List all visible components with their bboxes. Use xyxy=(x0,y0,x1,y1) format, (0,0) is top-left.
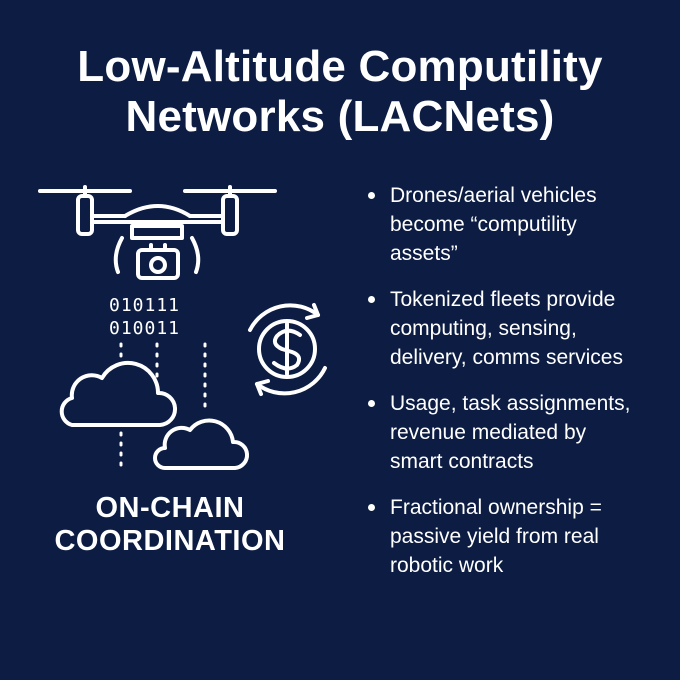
bullet-text-line: delivery, comms services xyxy=(390,346,623,369)
bullet-text-line: Fractional ownership = xyxy=(390,496,602,519)
bullet-text-line: Usage, task assignments, xyxy=(390,392,631,415)
drone-icon xyxy=(38,185,277,274)
bullet-text-line: passive yield from real xyxy=(390,525,599,548)
binary-data-line-1: 010111 xyxy=(109,295,181,316)
bullet-text-line: revenue mediated by xyxy=(390,421,587,444)
cloud-icon xyxy=(59,360,177,427)
bullet-text-line: smart contracts xyxy=(390,450,534,473)
bullet-dot-icon xyxy=(368,504,375,511)
bullet-text-line: assets” xyxy=(390,242,458,265)
bullet-text-line: robotic work xyxy=(390,554,504,577)
data-stream-lines xyxy=(119,342,207,467)
bullet-text-line: computing, sensing, xyxy=(390,317,577,340)
camera-icon xyxy=(136,243,180,280)
bullet-dot-icon xyxy=(368,400,375,407)
page-title: Low-Altitude Computility Networks (LACNe… xyxy=(30,42,650,142)
bullet-text-line: Tokenized fleets provide xyxy=(390,288,616,311)
cloud-icon-small xyxy=(153,418,249,470)
binary-data-line-2: 010011 xyxy=(109,318,181,339)
bullet-list: Drones/aerial vehicles become “computili… xyxy=(368,181,668,597)
bullet-dot-icon xyxy=(368,192,375,199)
title-line-1: Low-Altitude Computility xyxy=(77,42,603,91)
illustration xyxy=(38,185,327,470)
title-line-2: Networks (LACNets) xyxy=(125,92,555,141)
bullet-text-line: Drones/aerial vehicles xyxy=(390,184,597,207)
bullet-item: Tokenized fleets provide computing, sens… xyxy=(368,285,668,372)
bullet-item: Usage, task assignments, revenue mediate… xyxy=(368,389,668,476)
caption-line-2: COORDINATION xyxy=(54,525,286,557)
bullet-item: Drones/aerial vehicles become “computili… xyxy=(368,181,668,268)
bullet-dot-icon xyxy=(368,296,375,303)
dollar-cycle-icon xyxy=(248,303,327,396)
bullet-item: Fractional ownership = passive yield fro… xyxy=(368,493,668,580)
caption: ON-CHAIN COORDINATION xyxy=(40,492,300,558)
bullet-text-line: become “computility xyxy=(390,213,577,236)
caption-line-1: ON-CHAIN xyxy=(95,492,245,524)
